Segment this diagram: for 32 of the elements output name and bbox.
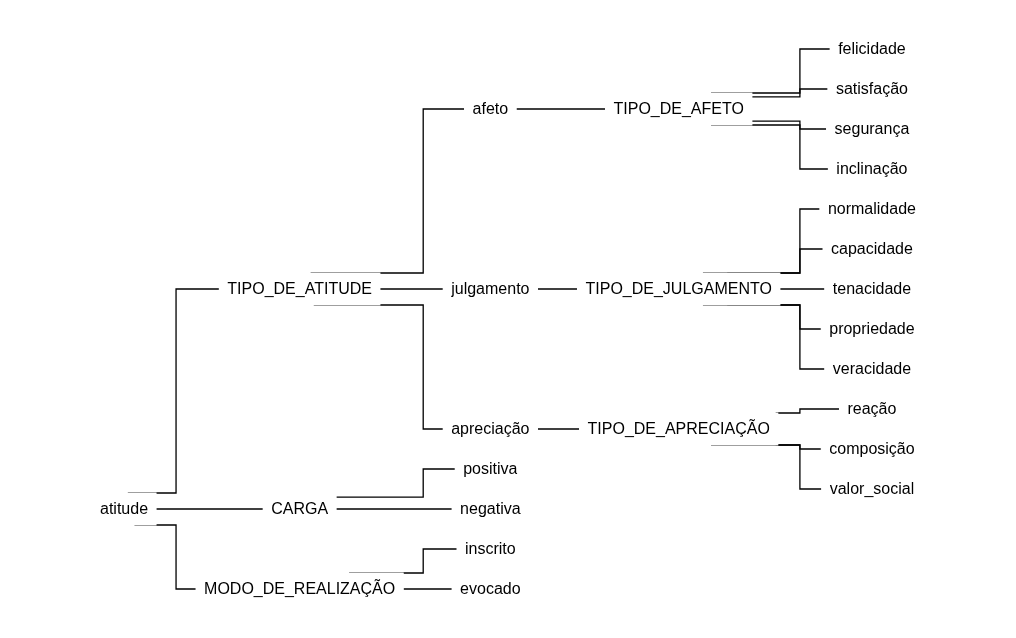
node-text: CARGA bbox=[271, 500, 329, 517]
connector bbox=[402, 588, 453, 590]
node-text: normalidade bbox=[827, 200, 916, 217]
connector bbox=[536, 428, 581, 430]
node-text: afeto bbox=[472, 100, 509, 117]
node-text: valor_social bbox=[829, 480, 915, 497]
connector bbox=[779, 288, 826, 290]
node-text: capacidade bbox=[831, 240, 913, 257]
node-text: inscrito bbox=[465, 540, 516, 557]
connector bbox=[379, 288, 444, 290]
connector bbox=[536, 288, 579, 290]
node-text: tenacidade bbox=[832, 280, 912, 297]
connector bbox=[751, 120, 828, 130]
connector bbox=[515, 108, 607, 110]
node-text: segurança bbox=[834, 120, 910, 137]
node-text: composição bbox=[829, 440, 915, 457]
connector bbox=[155, 508, 264, 510]
connector bbox=[751, 88, 829, 98]
node-text: satisfação bbox=[835, 80, 908, 97]
connector bbox=[335, 468, 456, 498]
node-text: felicidade bbox=[838, 40, 906, 57]
node-text: evocado bbox=[460, 580, 521, 597]
node-text: reação bbox=[847, 400, 897, 417]
node-text: inclinação bbox=[836, 160, 908, 177]
node-text: negativa bbox=[460, 500, 521, 517]
node-text: apreciação bbox=[451, 420, 530, 437]
connector bbox=[335, 508, 453, 510]
connector bbox=[775, 408, 841, 414]
node-text: propriedade bbox=[829, 320, 915, 337]
node-text: julgamento bbox=[451, 280, 530, 297]
node-text: positiva bbox=[463, 460, 518, 477]
node-text: veracidade bbox=[832, 360, 912, 377]
